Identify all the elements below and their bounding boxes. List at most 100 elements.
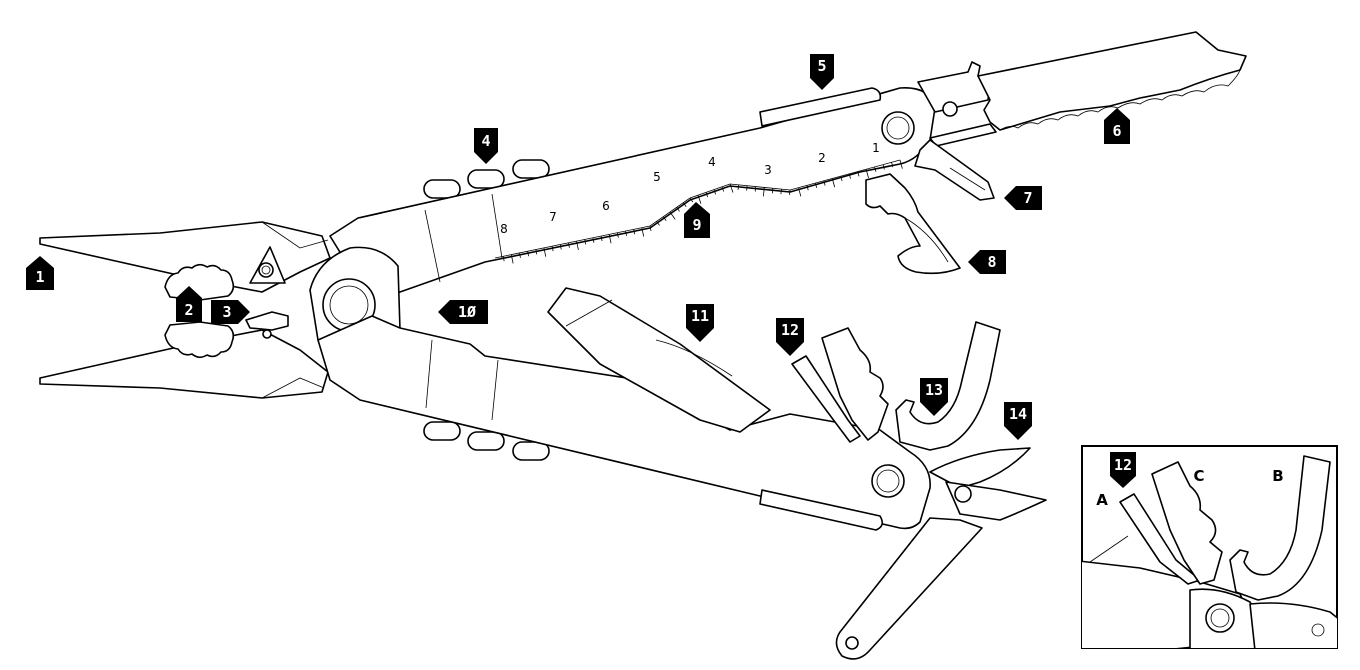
callout-13: 13: [920, 378, 948, 416]
inset-label-a: A: [1096, 491, 1108, 509]
svg-text:2: 2: [184, 301, 193, 319]
ruler-tick: [806, 185, 809, 191]
ruler-tick: [527, 251, 530, 257]
lower-handle-shade-3: [359, 399, 761, 497]
svg-text:12: 12: [781, 321, 799, 339]
svg-text:7: 7: [1023, 189, 1032, 207]
callout-1: 1: [26, 256, 54, 290]
lower-lock-button-3: [512, 441, 550, 461]
inset-scissor-hole: [1311, 623, 1325, 637]
inset-handle-line: [1089, 535, 1129, 563]
ruler-tick: [519, 252, 521, 258]
callout-7: 7: [1004, 186, 1042, 210]
ruler-tick: [608, 234, 612, 244]
inset-pivot: [1205, 603, 1235, 633]
inset-tool-b: [1229, 455, 1331, 601]
ruler-tick: [663, 216, 667, 221]
ruler-tick: [823, 180, 826, 186]
small-screwdriver-a: [791, 355, 861, 443]
lower-handle-shade-2: [491, 359, 499, 421]
clip-point-blade: [547, 287, 771, 433]
ruler-mark-4: 4: [708, 155, 716, 169]
blade-body: [977, 31, 1247, 131]
ruler-tick: [831, 178, 836, 188]
ruler-tick: [689, 197, 694, 203]
ruler-tick: [840, 176, 843, 182]
bottle-opener-c: [821, 327, 889, 441]
callout-12: 12: [776, 318, 804, 356]
callout-11: 11: [686, 304, 714, 342]
scissors-upper: [929, 447, 1031, 489]
blade-nail-nick: [655, 339, 733, 377]
callout-4: 4: [474, 128, 498, 164]
scissors-pivot: [954, 485, 972, 503]
ruler-tick: [535, 249, 538, 255]
ruler-tick: [502, 256, 505, 262]
ruler-tick: [721, 186, 725, 192]
ruler-tick: [551, 246, 554, 252]
inset-callout-12: 12: [1110, 452, 1136, 488]
ruler-edge: [494, 159, 901, 259]
ruler-mark-8: 8: [500, 222, 508, 236]
ruler-mark-7: 7: [549, 210, 557, 224]
ruler-tick: [633, 229, 636, 235]
ruler-mark-1: 1: [872, 141, 880, 155]
ruler-tick: [683, 202, 687, 207]
ruler-tick: [592, 237, 595, 243]
upper-handle-body: [329, 87, 936, 305]
inset-detail: 12 A B C: [1081, 445, 1338, 649]
ruler-tick: [510, 254, 514, 264]
blade-tang-lower: [929, 123, 997, 147]
callout-5: 5: [810, 54, 834, 90]
ruler-tick: [616, 232, 619, 238]
callout-2: 2: [176, 286, 202, 322]
inset-pivot-inner: [1210, 608, 1230, 628]
ruler-tick: [713, 189, 717, 195]
svg-text:11: 11: [691, 307, 709, 325]
top-clip: [759, 87, 882, 127]
inset-label-b: B: [1272, 467, 1283, 485]
crimper-pin: [262, 329, 272, 339]
callout-9: 9: [684, 202, 710, 238]
svg-text:13: 13: [925, 381, 943, 399]
svg-text:14: 14: [1009, 405, 1027, 423]
ruler-tick: [705, 192, 709, 198]
ruler-tick: [584, 239, 587, 245]
ruler-tick: [625, 230, 627, 237]
ruler-mark-3: 3: [764, 163, 772, 177]
ruler-tick: [899, 159, 903, 169]
lower-lock-button-1: [423, 421, 461, 441]
lanyard-hole: [845, 636, 859, 650]
lock-button-1: [423, 179, 461, 199]
ruler-tick: [857, 171, 860, 177]
upper-handle: 1 2 3 4 5 6 7 8: [329, 87, 936, 305]
lower-handle: [317, 315, 931, 531]
ruler-tick: [874, 166, 877, 172]
can-opener: [865, 173, 961, 275]
upper-pivot-inner: [886, 116, 910, 140]
ruler-tick: [649, 225, 652, 231]
ruler: [494, 159, 903, 264]
callout-14: 14: [1004, 402, 1032, 440]
ruler-tick: [656, 221, 660, 226]
inset-scissor-base: [1249, 602, 1337, 648]
ruler-tick: [641, 227, 645, 237]
lower-pivot-inner: [876, 469, 900, 493]
gripper-lower: [164, 321, 235, 359]
pliers-jaws: [39, 221, 331, 399]
svg-text:9: 9: [692, 216, 701, 234]
ruler-tick: [676, 207, 680, 212]
callout-3: 3: [211, 300, 250, 324]
blade-tang-hole: [942, 101, 958, 117]
upper-handle-shade-2: [491, 193, 503, 259]
lower-handle-shade-1: [425, 339, 433, 409]
callout-6: 6: [1104, 108, 1130, 144]
serrated-blade: [917, 31, 1247, 147]
ruler-tick: [729, 183, 734, 193]
callout-10: 1Ø: [438, 300, 488, 324]
ruler-tick: [848, 173, 851, 179]
ruler-tick: [814, 182, 818, 189]
ruler-tick: [697, 195, 702, 204]
inset-label-c: C: [1193, 467, 1204, 485]
